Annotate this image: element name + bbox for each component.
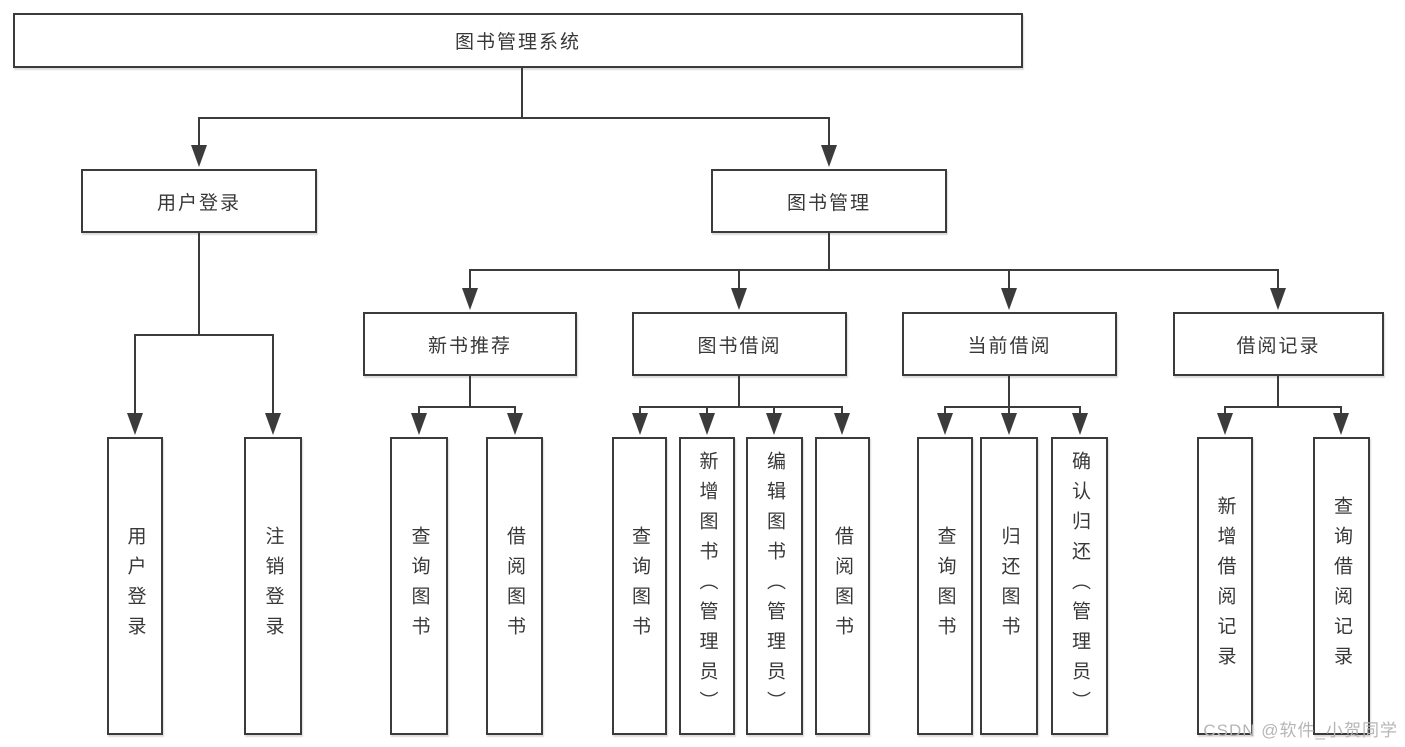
node-borrowing-records: 借阅记录 xyxy=(1173,312,1384,376)
leaf-query-books-1: 查询图书 xyxy=(390,437,448,735)
leaf-user-login: 用户登录 xyxy=(107,437,163,735)
node-root-label: 图书管理系统 xyxy=(454,32,581,53)
leaf-return-book-label: 归还图书 xyxy=(998,526,1020,646)
leaf-confirm-return-admin: 确认归还（管理员） xyxy=(1051,437,1108,735)
leaf-add-borrow-record-label: 新增借阅记录 xyxy=(1214,496,1236,676)
leaf-query-borrow-record-label: 查询借阅记录 xyxy=(1331,496,1352,676)
leaf-query-books-3-label: 查询图书 xyxy=(934,526,956,646)
arrowheads xyxy=(127,145,1349,435)
leaf-query-books-3: 查询图书 xyxy=(917,437,973,735)
leaf-edit-book-admin-label: 编辑图书（管理员） xyxy=(764,451,785,721)
leaf-query-books-1-label: 查询图书 xyxy=(408,526,430,646)
node-user-login: 用户登录 xyxy=(81,169,317,233)
leaf-edit-book-admin: 编辑图书（管理员） xyxy=(746,437,803,735)
leaf-borrow-books-1-label: 借阅图书 xyxy=(504,526,525,646)
node-book-management: 图书管理 xyxy=(711,169,947,233)
leaf-add-book-admin-label: 新增图书（管理员） xyxy=(696,451,718,721)
leaf-confirm-return-admin-label: 确认归还（管理员） xyxy=(1069,451,1090,721)
leaf-logout: 注销登录 xyxy=(244,437,302,735)
node-new-book-recommend-label: 新书推荐 xyxy=(427,335,512,357)
leaf-borrow-books-1: 借阅图书 xyxy=(486,437,543,735)
node-book-management-label: 图书管理 xyxy=(786,192,871,214)
node-book-borrowing: 图书借阅 xyxy=(632,312,847,376)
csdn-watermark: CSDN @软件_小贺同学 xyxy=(1203,721,1398,740)
leaf-query-books-2: 查询图书 xyxy=(612,437,667,735)
node-current-borrowing: 当前借阅 xyxy=(902,312,1117,376)
leaf-borrow-books-2: 借阅图书 xyxy=(815,437,870,735)
leaf-query-books-2-label: 查询图书 xyxy=(629,526,650,646)
leaf-borrow-books-2-label: 借阅图书 xyxy=(832,526,853,646)
leaf-add-borrow-record: 新增借阅记录 xyxy=(1197,437,1253,735)
node-new-book-recommend: 新书推荐 xyxy=(363,312,577,376)
node-root: 图书管理系统 xyxy=(13,13,1023,68)
leaf-logout-label: 注销登录 xyxy=(262,526,284,646)
node-current-borrowing-label: 当前借阅 xyxy=(967,335,1052,357)
node-user-login-label: 用户登录 xyxy=(156,192,241,214)
leaf-return-book: 归还图书 xyxy=(980,437,1038,735)
leaf-user-login-label: 用户登录 xyxy=(124,526,146,646)
leaf-add-book-admin: 新增图书（管理员） xyxy=(679,437,735,735)
node-borrowing-records-label: 借阅记录 xyxy=(1236,335,1321,357)
leaf-query-borrow-record: 查询借阅记录 xyxy=(1313,437,1370,735)
node-book-borrowing-label: 图书借阅 xyxy=(697,335,782,357)
